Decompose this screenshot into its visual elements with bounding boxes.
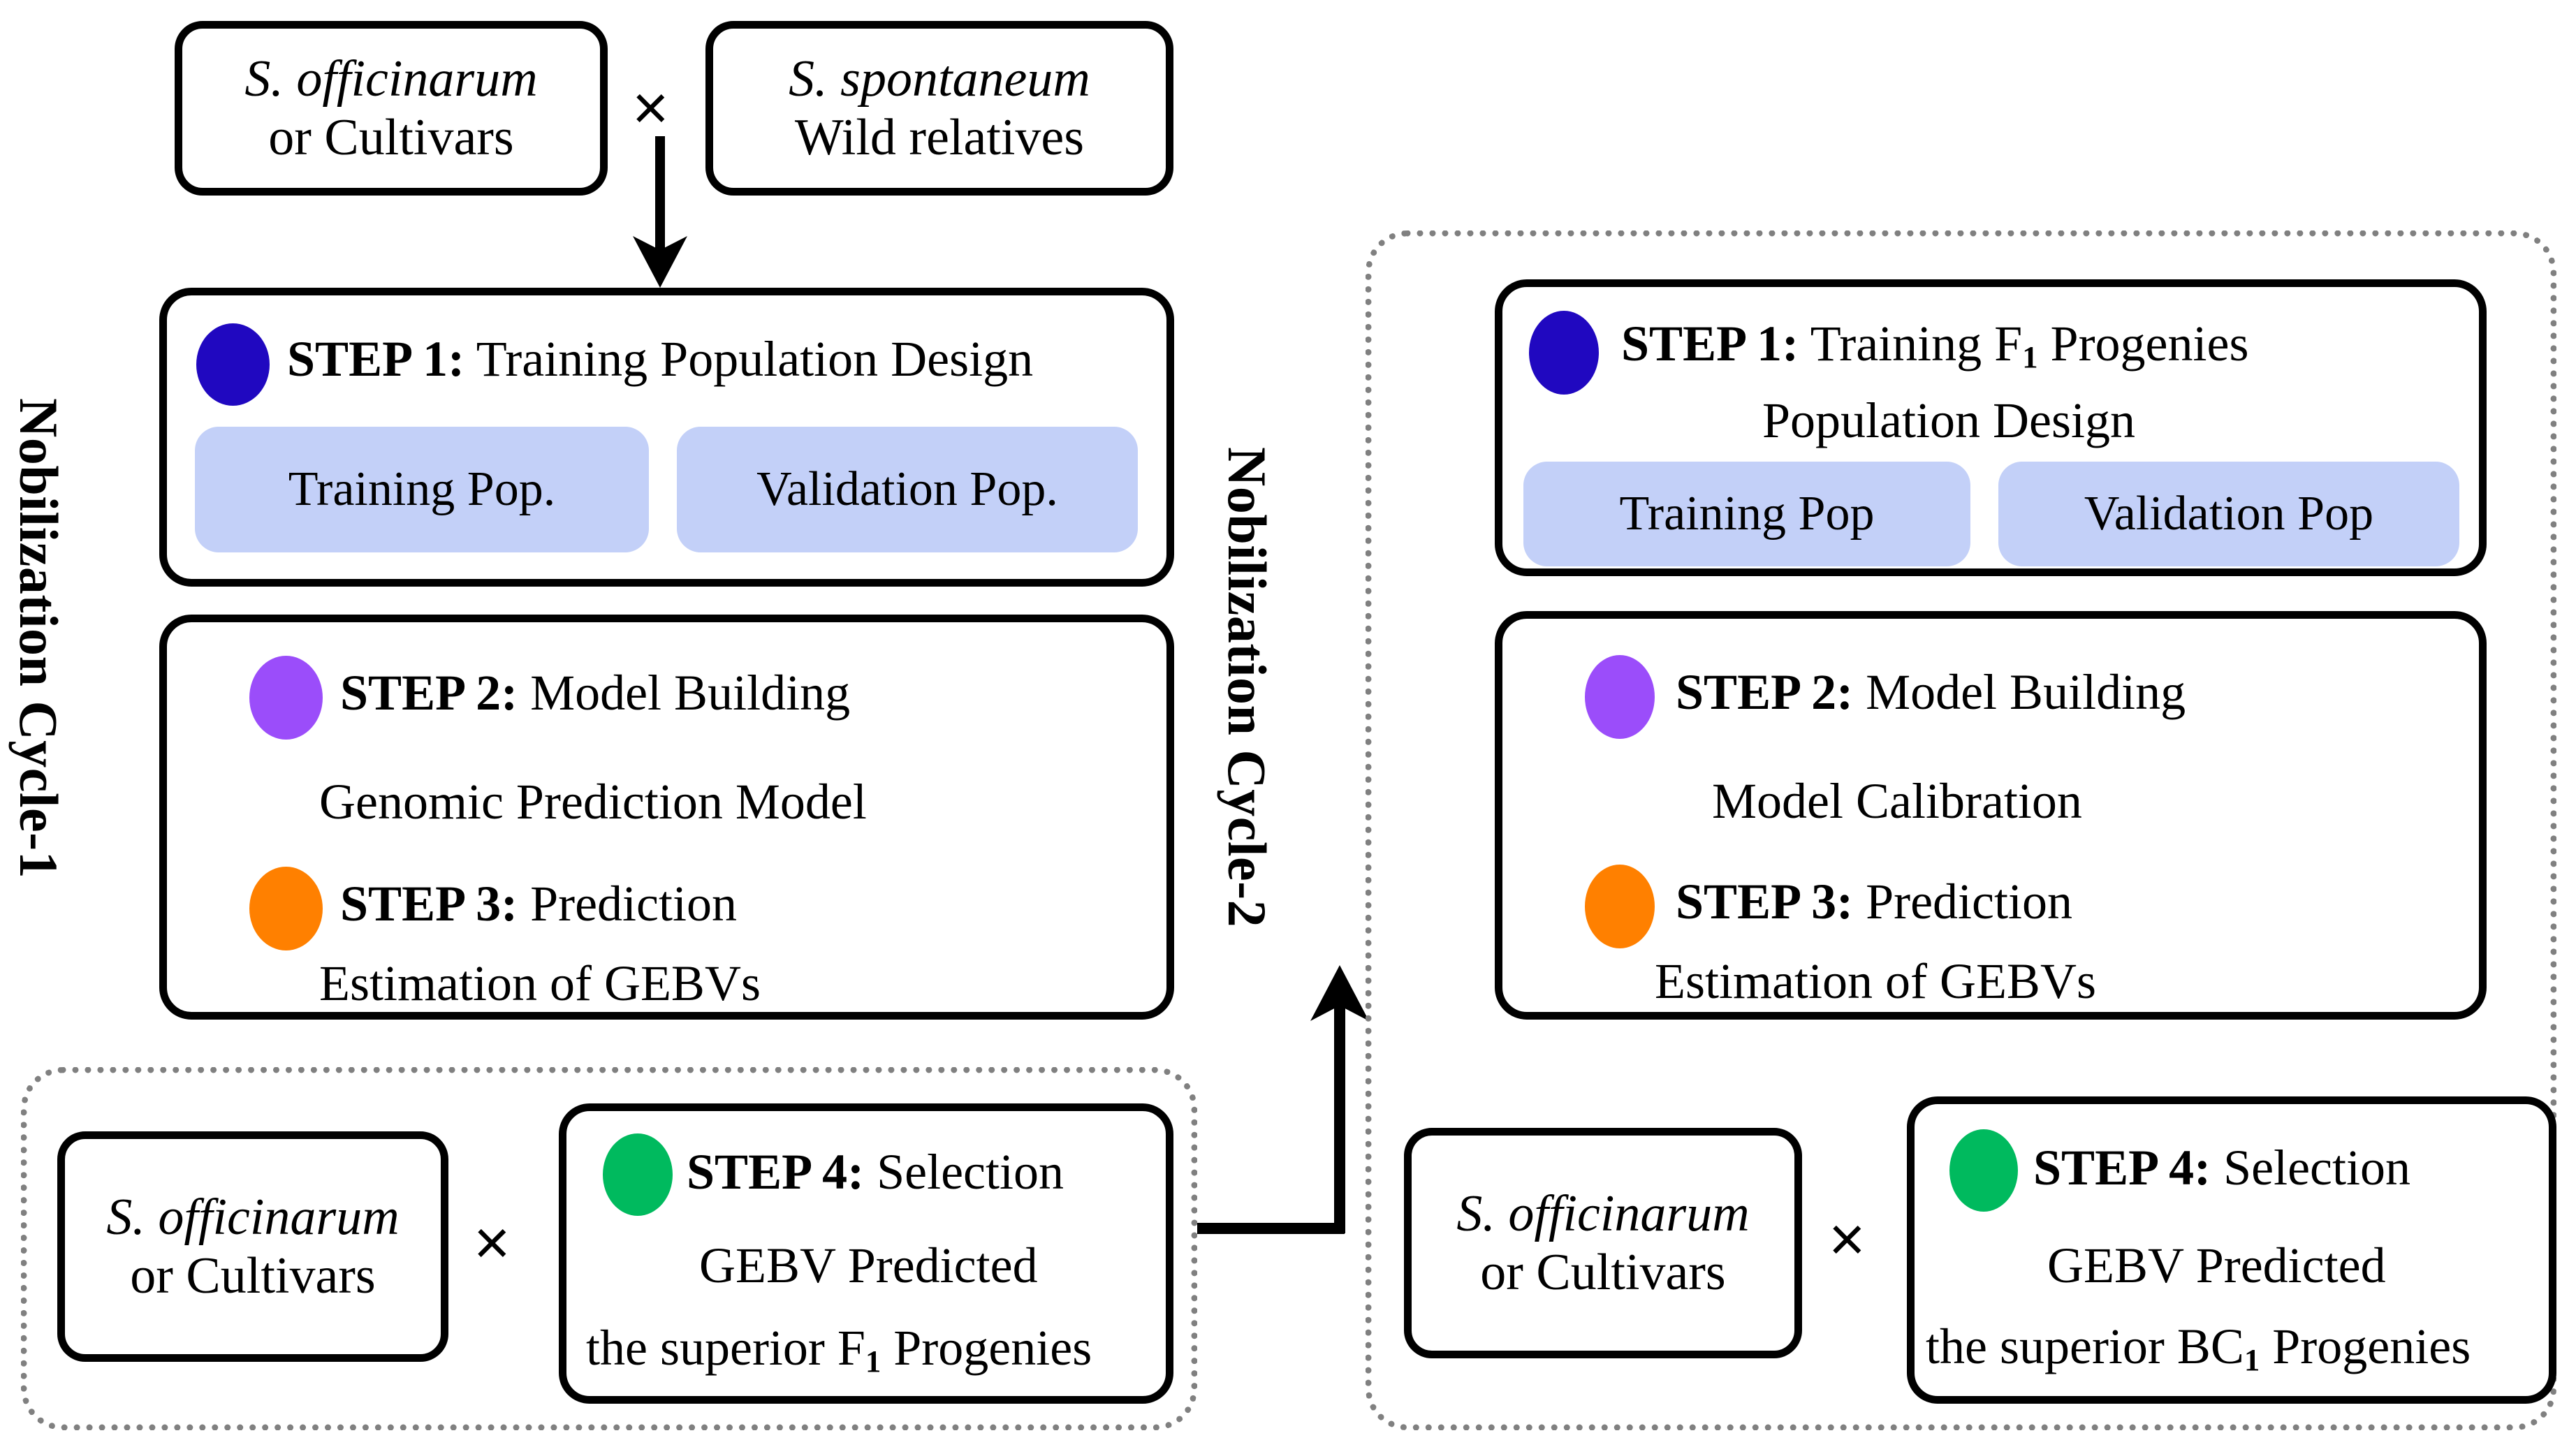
step1-dot-icon xyxy=(196,323,270,406)
cycle1-step4-line3-a: the superior F xyxy=(586,1320,865,1376)
cycle1-step4-label: STEP 4: Selection xyxy=(687,1144,1064,1200)
arrow-cycle1-to-cycle2 xyxy=(1197,965,1369,1234)
cycle1-training-pop-pill: Training Pop. xyxy=(195,427,649,552)
cycle1-step4-parent-sub: or Cultivars xyxy=(130,1247,376,1305)
step3-dot-icon xyxy=(249,867,323,950)
cycle2-panel xyxy=(1366,230,2556,1430)
cycle2-step1-label: STEP 1: Training F1 Progenies xyxy=(1621,316,2249,374)
cycle2-step1-label-rest-b: Progenies xyxy=(2037,316,2249,372)
cycle1-step4-panel xyxy=(21,1067,1197,1430)
cycle1-step4-line2: GEBV Predicted xyxy=(699,1238,1038,1293)
cycle1-step23-box: STEP 2: Model Building Genomic Predictio… xyxy=(159,615,1174,1020)
cycle2-step4-parent-sub: or Cultivars xyxy=(1480,1244,1726,1301)
cycle2-step4-line2: GEBV Predicted xyxy=(2047,1238,2386,1293)
cycle2-step2-label: STEP 2: Model Building xyxy=(1676,664,2186,720)
cycle1-step1-label-rest: Training Population Design xyxy=(464,331,1034,387)
step2-dot-icon xyxy=(249,656,323,740)
cycle1-step3-label-rest: Prediction xyxy=(518,876,738,932)
cycle2-label: Nobilization Cycle-2 xyxy=(1217,447,1278,928)
cycle1-label: Nobilization Cycle-1 xyxy=(8,398,69,879)
cycle1-step4-line3-b: Progenies xyxy=(881,1320,1092,1376)
cycle2-step4-label: STEP 4: Selection xyxy=(2033,1140,2410,1196)
cycle2-step1-box: STEP 1: Training F1 Progenies Population… xyxy=(1495,279,2487,576)
cycle1-step4-line3: the superior F1 Progenies xyxy=(586,1320,1092,1379)
cycle2-step2-label-rest: Model Building xyxy=(1853,664,2186,720)
cycle2-step4-line3-b: Progenies xyxy=(2260,1319,2471,1374)
cycle1-step1-label: STEP 1: Training Population Design xyxy=(287,331,1034,387)
cycle1-validation-pop-label: Validation Pop. xyxy=(756,462,1058,516)
cycle1-step4-cross-symbol: × xyxy=(474,1208,511,1278)
cycle1-step1-box: STEP 1: Training Population Design Train… xyxy=(159,288,1174,587)
cycle2-step4-label-bold: STEP 4: xyxy=(2033,1140,2211,1196)
cycle2-step3-sub: Estimation of GEBVs xyxy=(1655,953,2096,1009)
cycle2-step3-label-rest: Prediction xyxy=(1853,874,2073,930)
cycle2-step1-line2: Population Design xyxy=(1762,392,2135,448)
cycle1-step1-label-bold: STEP 1: xyxy=(287,331,465,387)
cycle1-parent-left-box: S. officinarum or Cultivars xyxy=(175,21,608,196)
step4-dot-icon xyxy=(603,1133,673,1216)
cycle2-training-pop-label: Training Pop xyxy=(1619,487,1875,541)
cycle2-step2-label-bold: STEP 2: xyxy=(1676,664,1854,720)
cycle1-validation-pop-pill: Validation Pop. xyxy=(677,427,1138,552)
arrow-cross-to-step1 xyxy=(633,136,687,288)
cycle2-step1-label-rest-a: Training F xyxy=(1799,316,2023,372)
cycle1-step4-label-bold: STEP 4: xyxy=(687,1144,865,1200)
cycle1-parent-right-box: S. spontaneum Wild relatives xyxy=(705,21,1173,196)
cycle2-step4-cross-symbol: × xyxy=(1829,1205,1866,1275)
step1-dot-icon xyxy=(1529,311,1599,395)
parent-right-species: S. spontaneum xyxy=(789,50,1090,108)
cycle1-step2-label-bold: STEP 2: xyxy=(340,665,518,721)
cycle2-validation-pop-label: Validation Pop xyxy=(2084,487,2374,541)
cycle2-step4-parent-box: S. officinarum or Cultivars xyxy=(1404,1128,1802,1358)
step2-dot-icon xyxy=(1585,655,1655,739)
cycle2-step3-label-bold: STEP 3: xyxy=(1676,874,1854,930)
cycle1-step2-label-rest: Model Building xyxy=(518,665,851,721)
cycle2-step2-sub: Model Calibration xyxy=(1712,773,2082,829)
cycle2-step4-label-rest: Selection xyxy=(2211,1140,2411,1196)
cycle2-step1-label-rest-sub: 1 xyxy=(2022,339,2038,374)
cycle2-step23-box: STEP 2: Model Building Model Calibration… xyxy=(1495,611,2487,1020)
cycle1-training-pop-label: Training Pop. xyxy=(288,462,556,516)
cycle1-step4-label-rest: Selection xyxy=(864,1144,1064,1200)
cycle2-step4-line3-sub: 1 xyxy=(2244,1342,2260,1377)
cycle1-step3-label: STEP 3: Prediction xyxy=(340,876,737,932)
cycle2-step3-label: STEP 3: Prediction xyxy=(1676,874,2072,930)
cycle1-step3-sub: Estimation of GEBVs xyxy=(319,955,761,1011)
cycle2-step1-label-bold: STEP 1: xyxy=(1621,316,1799,372)
cycle2-step4-box: STEP 4: Selection GEBV Predicted the sup… xyxy=(1907,1096,2556,1404)
step4-dot-icon xyxy=(1949,1129,2018,1212)
cycle1-step3-label-bold: STEP 3: xyxy=(340,876,518,932)
cycle1-step2-label: STEP 2: Model Building xyxy=(340,665,851,721)
cycle1-step4-parent-box: S. officinarum or Cultivars xyxy=(57,1131,448,1362)
cycle2-validation-pop-pill: Validation Pop xyxy=(1998,462,2459,566)
cycle1-step2-sub: Genomic Prediction Model xyxy=(319,774,867,830)
cycle1-step4-parent-species: S. officinarum xyxy=(106,1188,400,1246)
step3-dot-icon xyxy=(1585,865,1655,948)
cycle1-step4-box: STEP 4: Selection GEBV Predicted the sup… xyxy=(559,1103,1173,1404)
parent-left-sub: or Cultivars xyxy=(268,109,514,166)
parent-left-species: S. officinarum xyxy=(244,50,538,108)
cycle2-step4-parent-species: S. officinarum xyxy=(1456,1184,1750,1242)
parent-right-sub: Wild relatives xyxy=(794,109,1085,166)
cycle1-step4-line3-sub: 1 xyxy=(865,1343,881,1379)
cycle2-training-pop-pill: Training Pop xyxy=(1523,462,1970,566)
cycle1-cross-symbol: × xyxy=(632,73,669,143)
cycle2-step4-line3: the superior BC1 Progenies xyxy=(1926,1319,2471,1377)
cycle2-step4-line3-a: the superior BC xyxy=(1926,1319,2244,1374)
